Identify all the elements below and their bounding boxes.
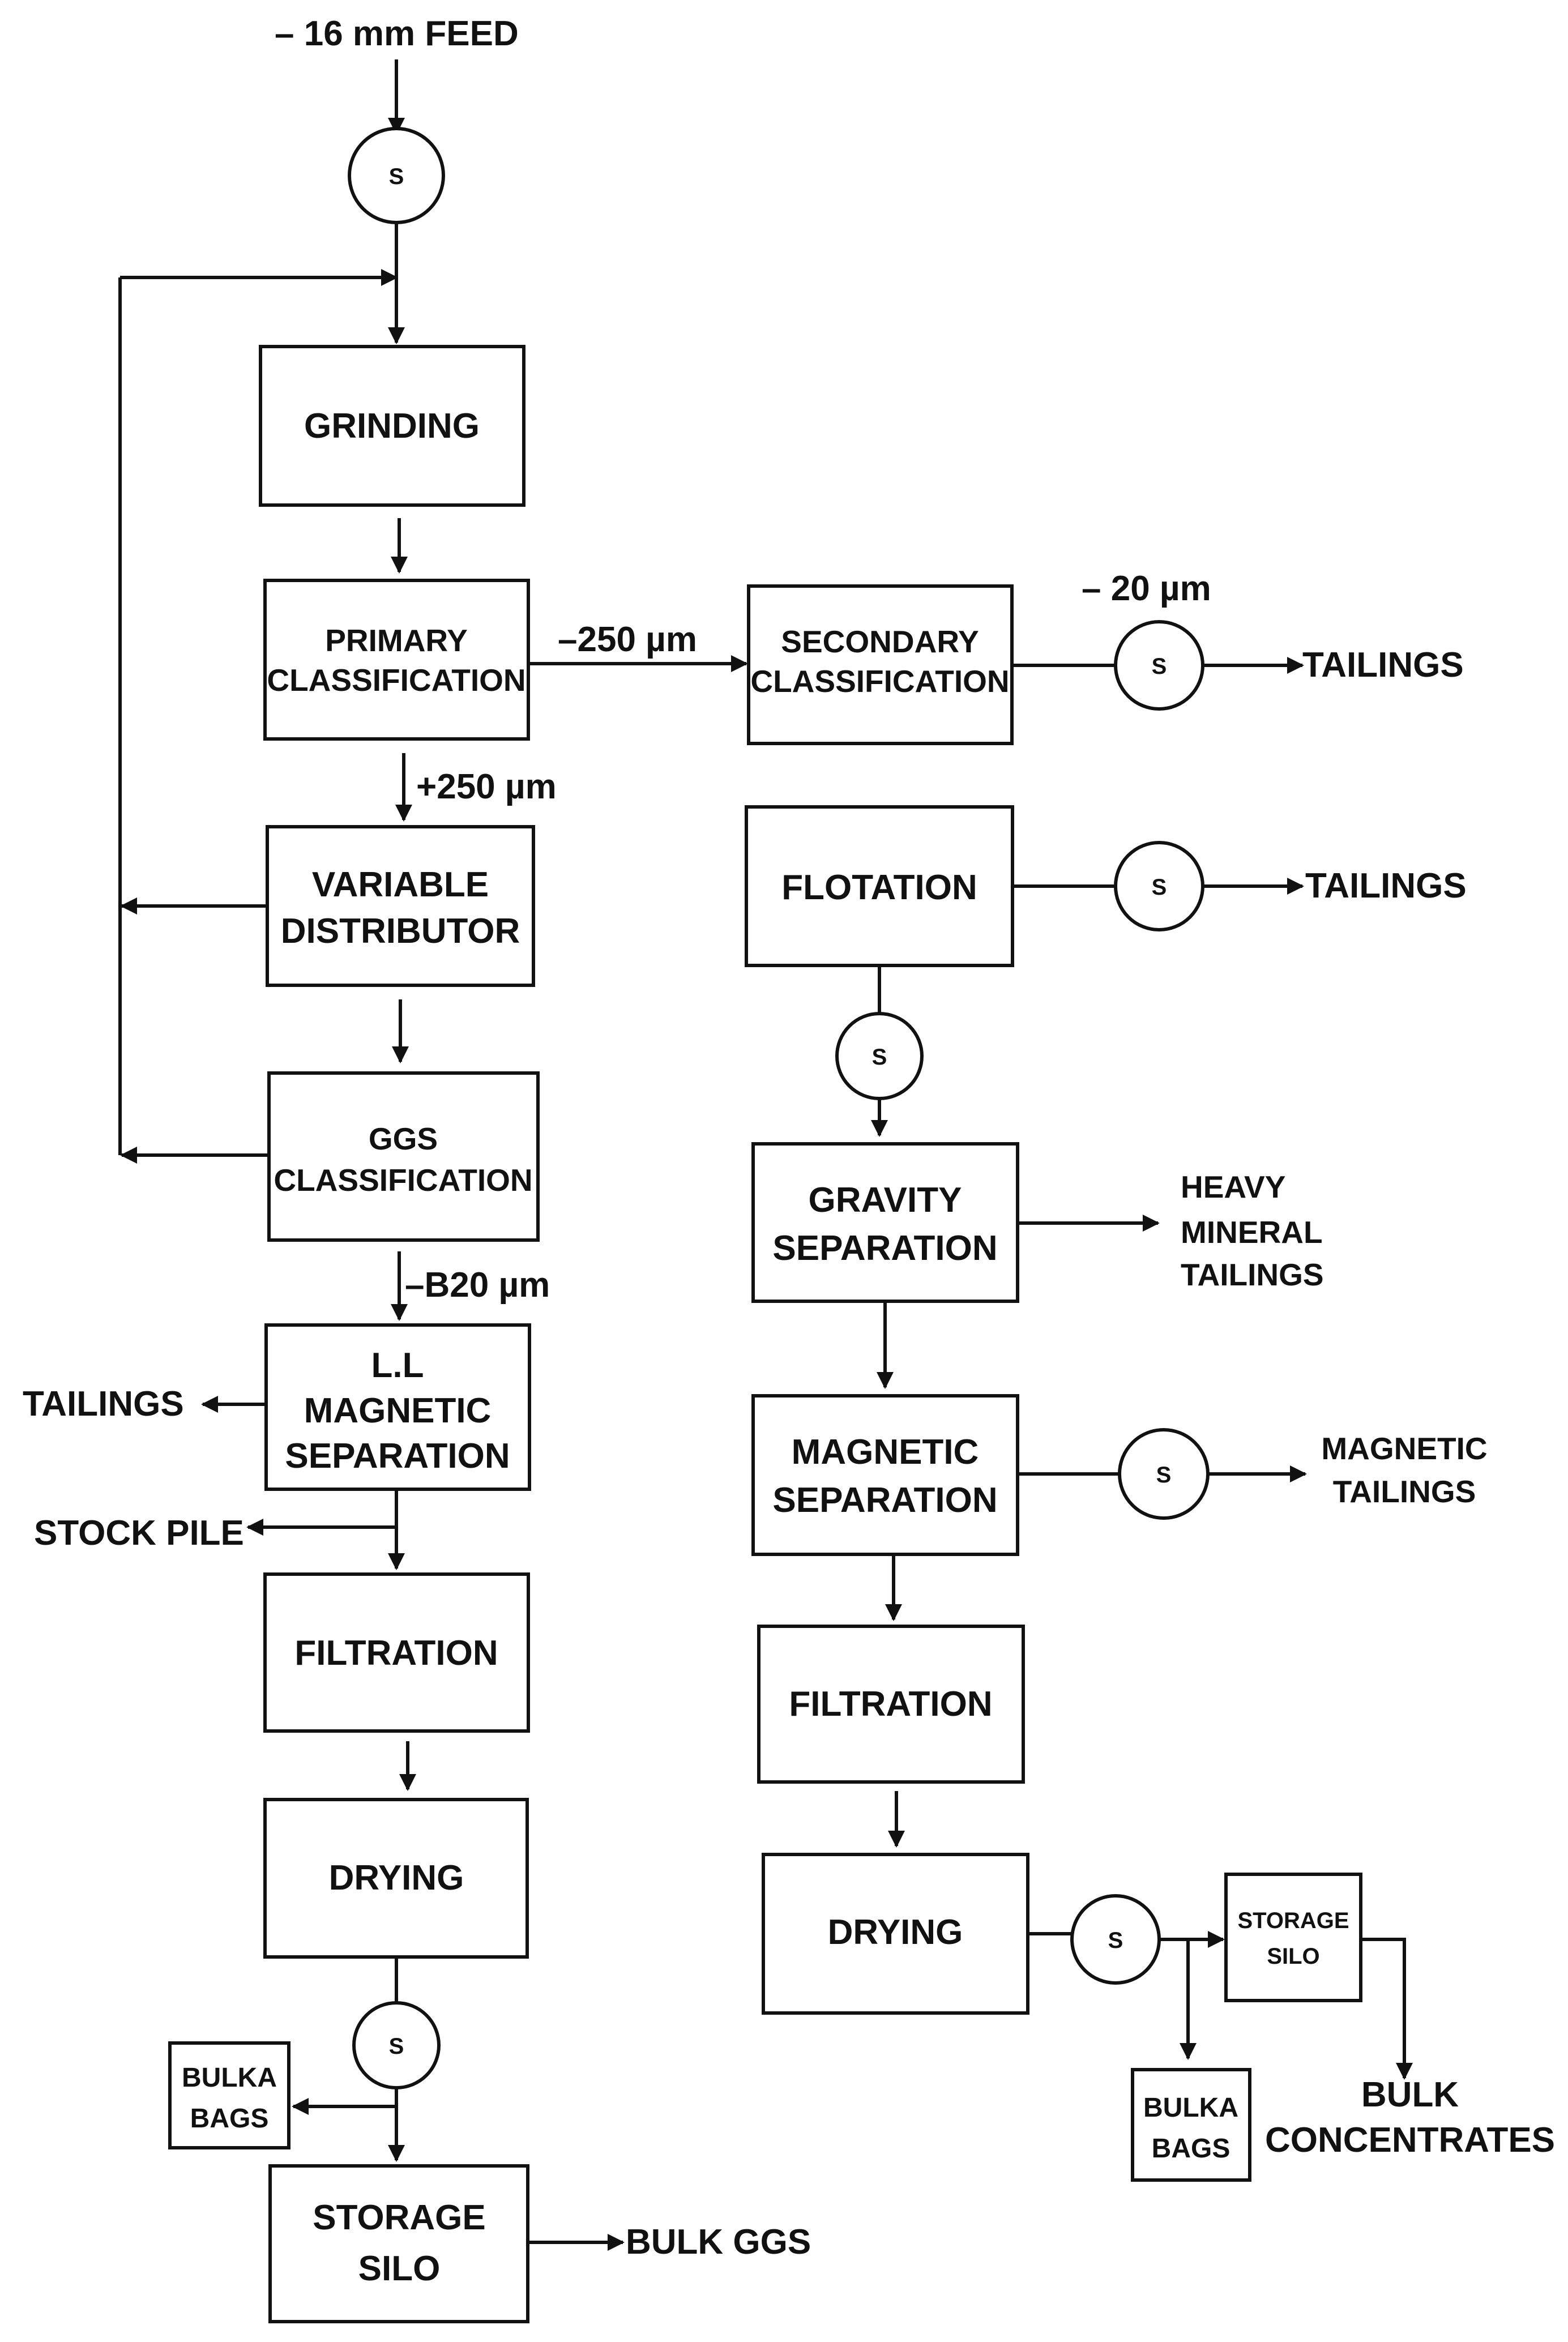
left-tailings-label: TAILINGS: [23, 1384, 184, 1424]
svg-text:CLASSIFICATION: CLASSIFICATION: [750, 664, 1009, 699]
svg-text:MAGNETIC: MAGNETIC: [304, 1391, 492, 1430]
svg-text:SEPARATION: SEPARATION: [772, 1481, 997, 1520]
svg-text:FLOTATION: FLOTATION: [781, 868, 977, 907]
splitter-magnetic: S: [1118, 1428, 1210, 1520]
svg-text:BULKA: BULKA: [182, 2063, 277, 2093]
grinding-box: GRINDING: [259, 345, 525, 507]
right-silo-to-bulk-arrow: [1361, 1938, 1413, 2080]
svg-text:STORAGE: STORAGE: [313, 2198, 485, 2237]
right-bulka-bags-box: BULKA BAGS: [1131, 2068, 1251, 2182]
splitter-right-drying: S: [1070, 1894, 1161, 1985]
svg-text:GRINDING: GRINDING: [304, 407, 480, 446]
left-filtration-box: FILTRATION: [263, 1572, 530, 1733]
svg-text:PRIMARY: PRIMARY: [325, 623, 468, 658]
svg-text:S: S: [389, 164, 404, 189]
svg-text:GGS: GGS: [369, 1121, 438, 1156]
svg-text:S: S: [1152, 875, 1167, 900]
svg-text:CLASSIFICATION: CLASSIFICATION: [274, 1163, 532, 1198]
svg-text:MAGNETIC: MAGNETIC: [792, 1433, 979, 1472]
svg-text:CLASSIFICATION: CLASSIFICATION: [267, 663, 525, 698]
svg-text:S: S: [1108, 1928, 1123, 1953]
svg-text:S: S: [1152, 654, 1167, 679]
stockpile-label: STOCK PILE: [34, 1514, 244, 1553]
svg-text:DRYING: DRYING: [329, 1858, 464, 1897]
splitter-left-drying: S: [352, 2001, 441, 2089]
svg-text:DRYING: DRYING: [828, 1913, 963, 1952]
svg-text:FILTRATION: FILTRATION: [789, 1685, 992, 1724]
bulk-ggs-label: BULK GGS: [626, 2223, 811, 2262]
variable-distributor-box: VARIABLE DISTRIBUTOR: [266, 825, 535, 987]
magnetic-tailings-label-2: TAILINGS: [1333, 1474, 1476, 1509]
minus-20-label: – 20 µm: [1082, 569, 1211, 608]
flotation-box: FLOTATION: [745, 805, 1014, 967]
primary-classification-box: PRIMARY CLASSIFICATION: [263, 579, 530, 741]
heavy-tailings-label-1: HEAVY: [1181, 1169, 1285, 1204]
heavy-tailings-label-3: TAILINGS: [1181, 1257, 1324, 1292]
svg-text:BAGS: BAGS: [190, 2104, 269, 2134]
svg-text:SEPARATION: SEPARATION: [772, 1229, 997, 1268]
svg-text:S: S: [389, 2034, 404, 2059]
ggs-classification-box: GGS CLASSIFICATION: [267, 1071, 540, 1242]
svg-text:SILO: SILO: [1267, 1944, 1319, 1969]
right-filtration-box: FILTRATION: [757, 1625, 1025, 1784]
right-drying-box: DRYING: [762, 1853, 1029, 2015]
bulk-concentrates-label-1: BULK: [1361, 2075, 1459, 2114]
svg-text:SILO: SILO: [358, 2249, 441, 2288]
svg-text:VARIABLE: VARIABLE: [312, 865, 489, 904]
plus-250-label: +250 µm: [416, 767, 557, 806]
gravity-separation-box: GRAVITY SEPARATION: [751, 1142, 1019, 1303]
minus-820-label: –B20 µm: [405, 1266, 550, 1305]
left-bulka-bags-box: BULKA BAGS: [168, 2041, 290, 2149]
splitter-feed: S: [348, 127, 445, 224]
splitter-flotation-concentrate: S: [835, 1012, 924, 1100]
svg-text:FILTRATION: FILTRATION: [294, 1634, 498, 1673]
magnetic-tailings-label-1: MAGNETIC: [1321, 1431, 1487, 1466]
feed-label: – 16 mm FEED: [275, 14, 519, 53]
secondary-classification-box: SECONDARY CLASSIFICATION: [747, 584, 1014, 745]
svg-text:BAGS: BAGS: [1152, 2134, 1231, 2164]
splitter-flotation-tailings: S: [1114, 841, 1204, 931]
minus-250-label: –250 µm: [558, 620, 697, 659]
right-tailings-2-label: TAILINGS: [1305, 866, 1467, 905]
svg-text:STORAGE: STORAGE: [1237, 1908, 1349, 1933]
bulk-concentrates-label-2: CONCENTRATES: [1265, 2121, 1555, 2160]
svg-text:L.L: L.L: [371, 1346, 424, 1385]
svg-text:S: S: [872, 1045, 887, 1070]
ll-magnetic-separation-box: L.L MAGNETIC SEPARATION: [264, 1323, 531, 1491]
svg-text:SEPARATION: SEPARATION: [285, 1437, 510, 1476]
magnetic-separation-box: MAGNETIC SEPARATION: [751, 1394, 1019, 1556]
svg-text:S: S: [1156, 1463, 1172, 1488]
heavy-tailings-label-2: MINERAL: [1181, 1215, 1323, 1250]
svg-text:SECONDARY: SECONDARY: [781, 624, 979, 659]
svg-text:GRAVITY: GRAVITY: [809, 1181, 962, 1220]
right-tailings-1-label: TAILINGS: [1302, 646, 1464, 685]
svg-text:BULKA: BULKA: [1143, 2093, 1238, 2123]
left-drying-box: DRYING: [263, 1798, 529, 1959]
right-storage-silo-box: STORAGE SILO: [1224, 1873, 1362, 2002]
svg-text:DISTRIBUTOR: DISTRIBUTOR: [281, 912, 520, 951]
splitter-secondary: S: [1114, 620, 1204, 711]
left-storage-silo-box: STORAGE SILO: [268, 2164, 529, 2323]
